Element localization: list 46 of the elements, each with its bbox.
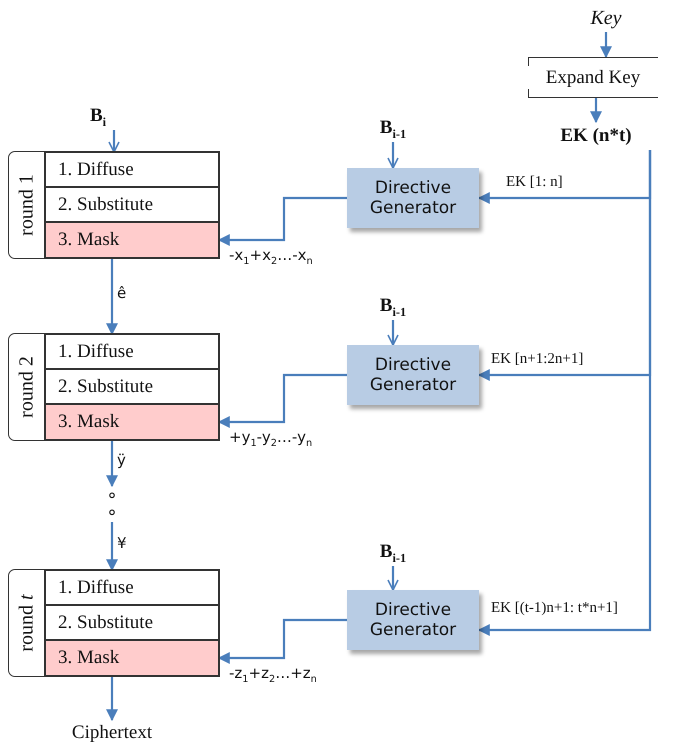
- step-row: 1. Diffuse: [45, 570, 219, 605]
- round-label: round t: [16, 594, 38, 652]
- arrow: [387, 142, 399, 169]
- step-row: 1. Diffuse: [45, 334, 219, 369]
- step-row: 2. Substitute: [45, 605, 219, 640]
- edge-label: EK [n+1:2n+1]: [490, 351, 584, 368]
- round-label: round 1: [16, 174, 38, 236]
- arrow: [106, 676, 118, 722]
- input-label: B$_{i-1}$: [380, 294, 406, 320]
- arrow: [590, 98, 602, 124]
- process-box: Expand Key: [528, 57, 658, 98]
- round-group: [8, 151, 220, 259]
- round-group: [8, 333, 220, 441]
- step-row: 2. Substitute: [45, 187, 219, 222]
- input-label: B$_{i-1}$: [380, 540, 406, 566]
- arrow: [387, 566, 399, 591]
- step-row: 3. Mask: [45, 222, 219, 258]
- input-label: B$_{i-1}$: [380, 116, 406, 142]
- output-label: Ciphertext: [72, 722, 152, 744]
- arrow: [218, 374, 347, 428]
- ellipsis-mark: ∘: [106, 487, 118, 504]
- arrow: [387, 320, 399, 346]
- ellipsis-mark: ∘: [106, 504, 118, 521]
- arrow: [106, 522, 118, 572]
- generator-box: Directive Generator: [347, 590, 479, 650]
- generator-box: Directive Generator: [347, 168, 479, 228]
- input-label: B$_{i}$: [90, 104, 106, 130]
- round-group: [8, 569, 220, 677]
- edge-label: EK [1: n]: [505, 174, 564, 191]
- arrow: [108, 130, 120, 153]
- step-row: 2. Substitute: [45, 369, 219, 404]
- arrow: [478, 150, 652, 636]
- edge-label: EK [(t-1)n+1: t*n+1]: [490, 600, 619, 617]
- arrow: [218, 196, 347, 246]
- step-row: 3. Mask: [45, 640, 219, 676]
- arrow: [106, 440, 118, 488]
- round-label: round 2: [16, 356, 38, 418]
- arrow: [106, 258, 118, 336]
- input-label: Key: [590, 6, 622, 30]
- input-label: EK (n*t): [560, 125, 632, 147]
- arrow: [600, 32, 612, 58]
- generator-box: Directive Generator: [347, 345, 479, 405]
- edge-label: ÿ: [116, 451, 127, 469]
- arrow: [218, 618, 347, 664]
- step-row: 1. Diffuse: [45, 152, 219, 187]
- step-row: 3. Mask: [45, 404, 219, 440]
